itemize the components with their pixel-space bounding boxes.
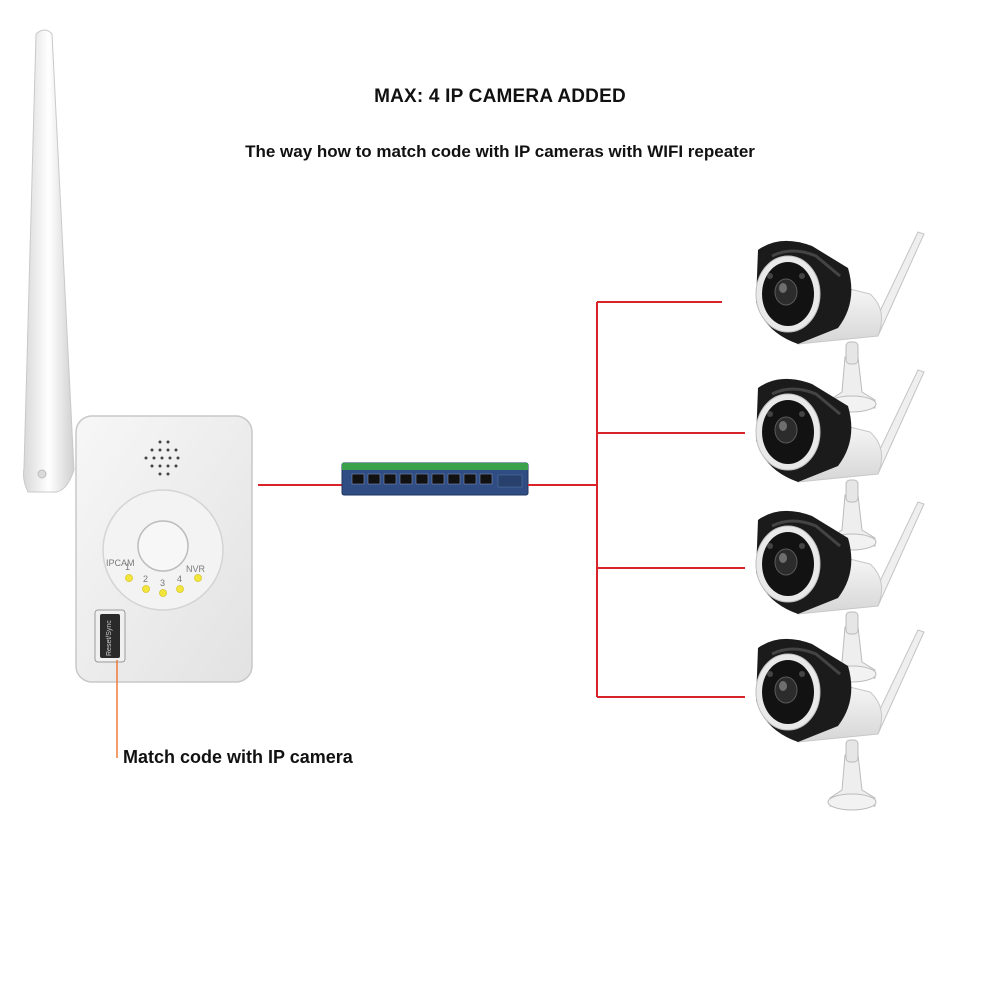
led-3 [159, 589, 167, 597]
switch-ports [351, 473, 493, 485]
led-1 [125, 574, 133, 582]
center-button [137, 520, 189, 572]
led-number-4: 4 [177, 574, 182, 584]
reset-sync-label: Reset/Sync [106, 620, 113, 656]
camera-cables [528, 301, 745, 698]
page-subtitle: The way how to match code with IP camera… [245, 142, 755, 161]
reset-sync-button [100, 614, 120, 658]
led-number-1: 1 [125, 562, 130, 572]
ip-camera-4 [754, 628, 926, 812]
network-switch [341, 462, 529, 496]
repeater-antenna [23, 29, 75, 493]
ipcam-label: IPCAM [106, 558, 135, 568]
led-4 [176, 585, 184, 593]
led-number-2: 2 [143, 574, 148, 584]
page-title: MAX: 4 IP CAMERA ADDED [374, 86, 626, 107]
led-2 [142, 585, 150, 593]
callout-label: Match code with IP camera [123, 747, 353, 767]
status-leds [125, 574, 202, 597]
led-nvr [194, 574, 202, 582]
wifi-repeater: IPCAM NVR 1 2 3 4 Reset/Sync [75, 415, 253, 683]
nvr-label: NVR [186, 564, 206, 574]
led-number-3: 3 [160, 578, 165, 588]
speaker-grille [144, 440, 180, 476]
